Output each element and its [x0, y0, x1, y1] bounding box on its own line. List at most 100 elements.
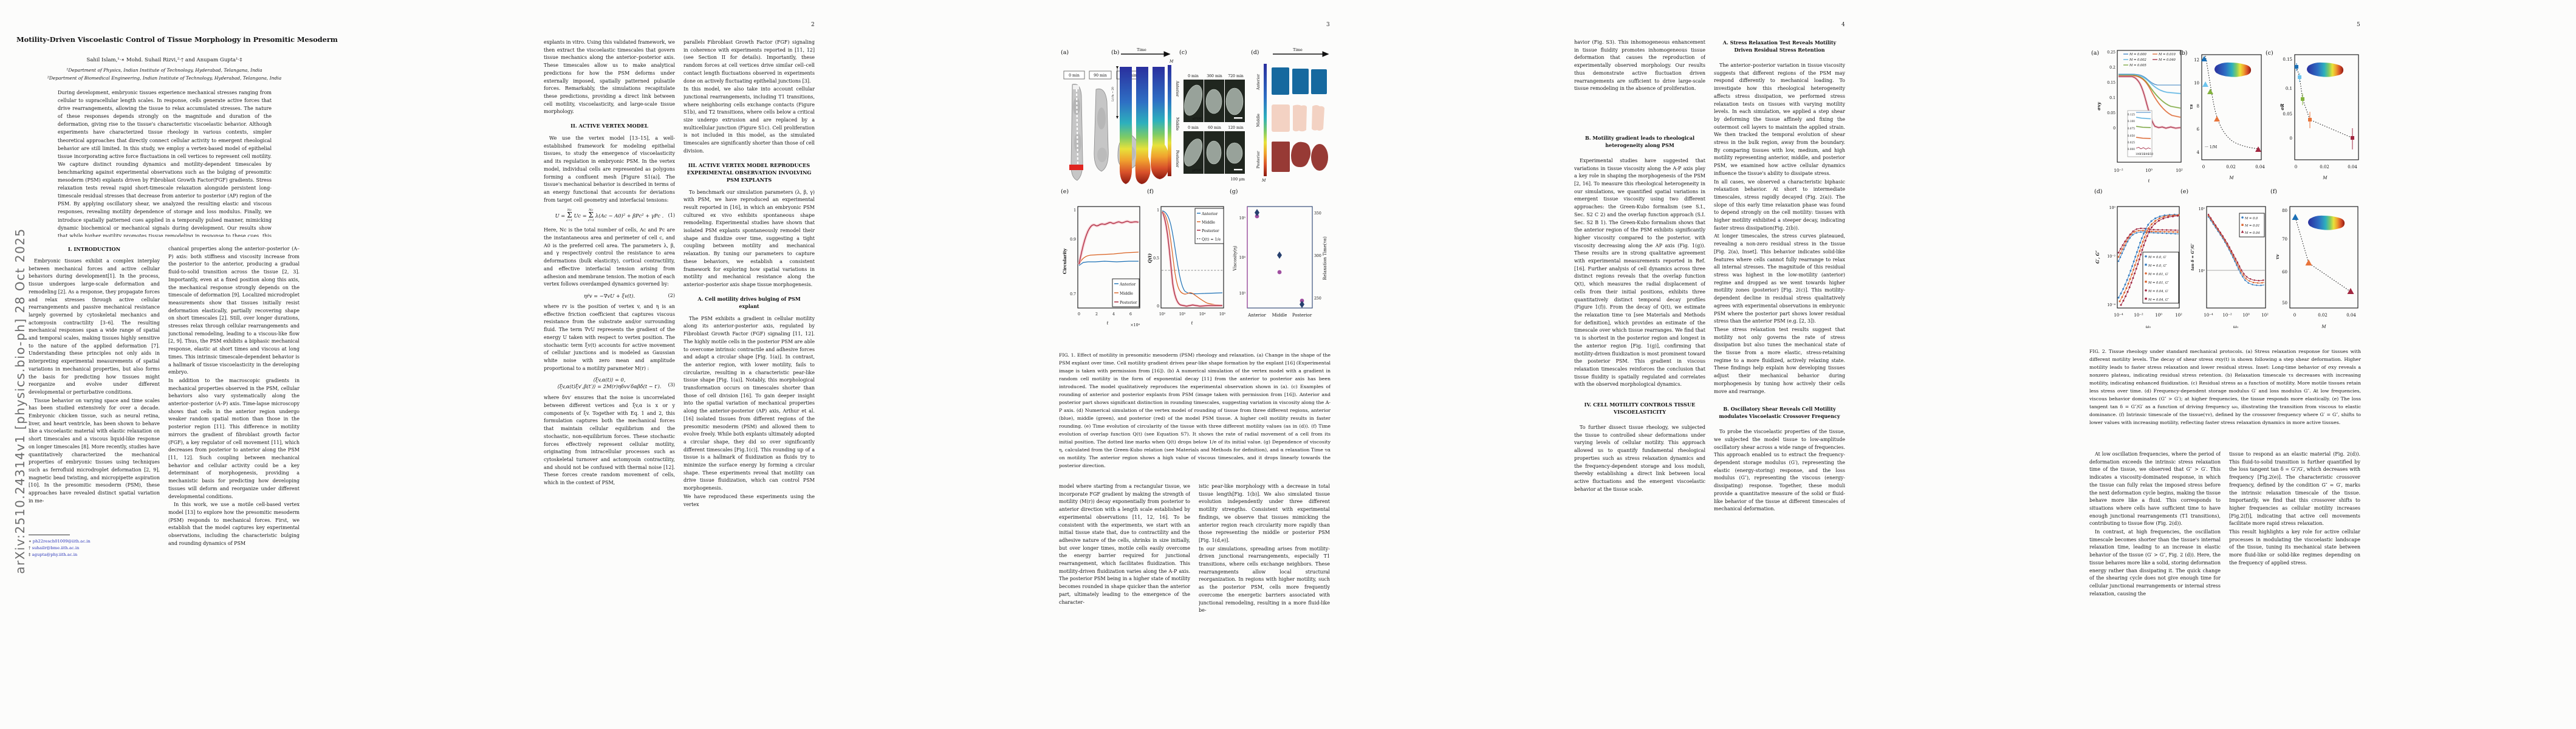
inset-x-tick: 250: [2148, 153, 2153, 156]
y-tick: 80: [2282, 208, 2287, 213]
x-tick: 0.02: [2226, 165, 2236, 169]
relaxation-marker-anterior: [1255, 209, 1259, 216]
x-tick: 10⁻⁴: [2204, 313, 2213, 318]
inset-y-tick: 0.075: [2128, 128, 2136, 131]
panel-label: (d): [1251, 49, 1259, 56]
time-label: 90 min: [1094, 74, 1107, 78]
y-tick: 4: [2197, 150, 2200, 155]
paragraph: where rv is the position of vertex v, an…: [544, 303, 675, 371]
x-tick: 0: [2293, 313, 2296, 318]
legend-entry: Posterior: [1120, 301, 1137, 305]
paragraph: In all cases, we observed a characterist…: [1714, 179, 1845, 231]
time-label: 0 min: [1188, 74, 1199, 78]
panel-label: (c): [1179, 49, 1187, 56]
relaxation-marker-middle: [1277, 252, 1282, 259]
pPSM-tag: pPSM: [1192, 169, 1202, 173]
y-tick: 10⁰: [2109, 206, 2116, 210]
equation-3: ⟨ξv,α(t)⟩ = 0,⟨ξv,α(t)ξv′,β(t′)⟩ = 2M(r)…: [557, 377, 675, 390]
fig1-panel-c: (c) 0 min 360 min 720 min aPSM 0 min 60 …: [1179, 49, 1245, 182]
paragraph: To benchmark our simulation parameters (…: [683, 189, 815, 287]
fig1-panel-g: (g) Viscosity(η) 10⁵ 10⁴ 10³ Relaxation …: [1230, 188, 1327, 318]
legend: M = 0.000 M = 0.002 M = 0.005 M = 0.010 …: [2123, 53, 2176, 67]
paragraph: We use the vertex model [13–15], a well-…: [544, 135, 675, 203]
aPSM-images: aPSM: [1184, 80, 1245, 122]
paragraph: At longer timescales, the stress curves …: [1714, 233, 1845, 324]
legend-entry: M = 0.04, G″: [2148, 298, 2169, 302]
posterior-curve: [1078, 221, 1139, 265]
inset-y-tick: 0.100: [2128, 120, 2136, 123]
x-tick: 0: [1078, 312, 1080, 317]
x-tick: 6: [1129, 312, 1132, 317]
y-axis-label: tan δ = G″/G′: [2191, 243, 2195, 270]
sigmaR-trend: [2296, 66, 2353, 139]
inset-y-tick: 0.025: [2128, 142, 2136, 145]
x-axis-label: ω₀: [2146, 324, 2151, 329]
tau-s-marker: [2255, 146, 2261, 152]
paragraph: istic pear-like morphology with a decrea…: [1199, 484, 1330, 543]
time-label: 120 min: [1228, 126, 1244, 130]
posterior-row-snapshots: [1272, 142, 1328, 172]
inset-x-tick: 100: [2136, 153, 2140, 156]
y-tick: 0.7: [1070, 292, 1076, 296]
page-1: arXiv:2510.24314v1 [physics.bio-ph] 28 O…: [0, 0, 515, 729]
legend-entry: Anterior: [1119, 282, 1136, 287]
column-left: model where starting from a rectangular …: [1059, 483, 1190, 629]
x-axis-label: M: [2321, 324, 2326, 329]
footnote-email-1[interactable]: ∗ ph22resch01009@iith.ac.in: [29, 539, 91, 544]
x-category-posterior: Posterior: [1292, 313, 1312, 318]
left-y-tick: 10⁴: [1239, 256, 1246, 260]
x-tick: 10⁻²: [2134, 313, 2143, 318]
legend-entry: M = 0.04: [2244, 231, 2260, 235]
x-category-anterior: Anterior: [1247, 313, 1266, 318]
footnote-email-3[interactable]: ‡ agupta@phy.iith.ac.in: [29, 552, 78, 557]
paragraph: where δvv′ ensures that the noise is unc…: [544, 395, 675, 486]
affiliation-1: ¹Department of Physics, Indian Institute…: [66, 67, 262, 73]
y-tick: 0: [1157, 304, 1159, 309]
anterior-row-snapshots: [1272, 67, 1327, 95]
tau-s-marker: [2214, 116, 2220, 122]
y-tick: 10²: [2199, 207, 2205, 211]
legend-entry: M = 0.0: [2244, 217, 2258, 221]
fig2-panel-e: (e) tan δ = G″/G′ 10² 10⁰ M = 0.0 M = 0.…: [2180, 188, 2269, 329]
inset-y-tick: 0.050: [2128, 135, 2136, 138]
tissue-inset: [2307, 62, 2344, 77]
footnote-email-2[interactable]: † suhailr@bme.iith.ac.in: [29, 546, 80, 550]
legend-entry: M = 0.01: [2244, 224, 2260, 228]
x-tick: 10⁰: [2155, 313, 2162, 318]
footnote-symbol: ‡: [29, 552, 31, 557]
x-tick: 0.02: [2320, 165, 2329, 169]
section-heading-introduction: I. INTRODUCTION: [67, 246, 121, 252]
x-tick: 10²: [2175, 313, 2182, 318]
legend-one-over-M: ··· 1/M: [2205, 145, 2218, 149]
tau-v-marker: [2292, 214, 2299, 220]
fig2-panel-b: (b) τs 12 10 8 6 4 ··· 1/M 0 0.02 0.04 M: [2179, 50, 2265, 180]
page-number: 2: [811, 22, 815, 28]
tau-s-marker: [2202, 81, 2208, 87]
y-axis-label: Q(t): [1147, 253, 1153, 263]
middle-curve: [1162, 211, 1223, 306]
page-4: 4 havior (Fig. S3). This inhomogeneous e…: [1546, 0, 2061, 729]
legend-box: [2239, 213, 2265, 238]
motility-symbol: M: [1169, 60, 1174, 64]
paragraph: In this model, we also take into account…: [683, 86, 815, 154]
legend-entry: M = 0.005: [2129, 64, 2146, 67]
page-number: 3: [1326, 22, 1330, 28]
paragraph: explants in vitro. Using this validated …: [544, 39, 675, 115]
paragraph: At low oscillation frequencies, where th…: [2089, 451, 2221, 527]
legend-box: [2142, 252, 2179, 304]
inset-y-tick: 0.125: [2128, 114, 2136, 117]
motility-symbol: M: [1261, 179, 1266, 183]
page-number: 4: [1841, 22, 1845, 28]
section-heading-reproduces: III. ACTIVE VERTEX MODEL REPRODUCES EXPE…: [687, 162, 812, 183]
y-tick: 12: [2194, 58, 2199, 63]
paragraph: Tissue behavior on varying space and tim…: [29, 397, 160, 504]
legend-entry: M = 0.0, G′: [2148, 256, 2167, 259]
x-tick: 0.04: [2346, 313, 2356, 318]
anterior-curve: [1162, 210, 1223, 295]
left-y-axis-label: Viscosity(η): [1233, 245, 1238, 271]
y-tick: 6: [2197, 127, 2200, 132]
y-tick: 60: [2282, 270, 2287, 275]
fig1-panel-d: (d) Time M Anterior Middle Posterior: [1251, 48, 1329, 183]
y-tick: 70: [2282, 237, 2287, 242]
y-axis-label: σR: [2280, 103, 2285, 110]
